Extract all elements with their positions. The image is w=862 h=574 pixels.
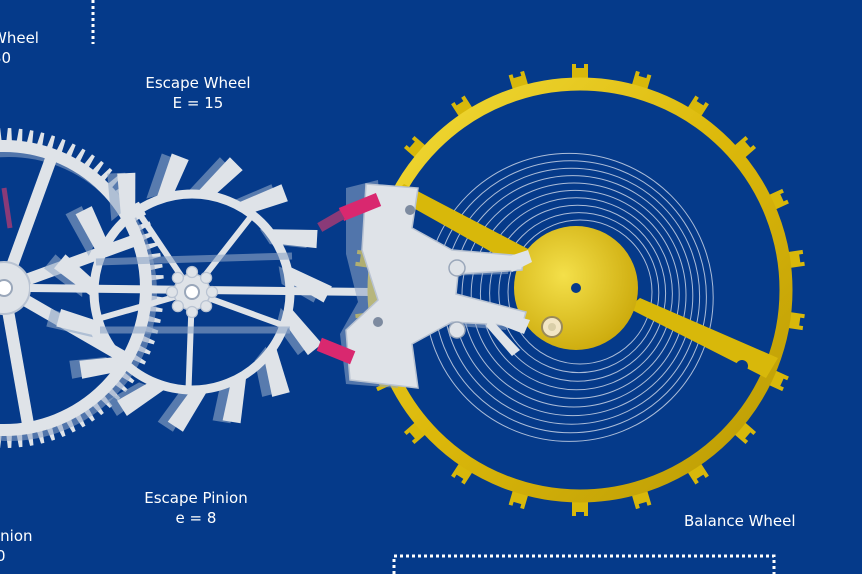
escape-wheel-tooth — [197, 157, 243, 195]
third-wheel-tooth — [26, 130, 34, 145]
pallet-staff — [373, 317, 383, 327]
third-wheel-value: 30 — [0, 49, 12, 67]
third-pinion-name: inion — [0, 527, 33, 545]
escape-wheel-tooth — [75, 206, 107, 256]
escape-wheel-tooth — [156, 153, 189, 199]
escape-pinion-leaf — [171, 271, 184, 284]
escape-wheel-tooth — [79, 357, 129, 379]
fork-horn-lower — [498, 312, 530, 334]
third-wheel-arbor — [0, 279, 13, 297]
escape-wheel-tooth — [264, 346, 290, 397]
escape-pinion-leaf — [165, 285, 179, 299]
escape-wheel-tooth — [167, 390, 208, 432]
pallet-pivot — [405, 205, 415, 215]
escape-wheel-teeth — [54, 153, 332, 432]
balance-screw — [572, 64, 588, 82]
dotted-frame-bottom — [392, 554, 776, 574]
hairspring-coil — [470, 189, 680, 399]
escape-wheel-arbor — [184, 284, 200, 300]
escape-pinion — [165, 265, 219, 319]
balance-screw — [572, 498, 588, 516]
escape-wheel-ghost-arm — [95, 252, 293, 266]
third-pinion-value: 0 — [0, 547, 6, 565]
escape-pinion-leaf — [185, 265, 199, 279]
hairspring-coil — [489, 204, 667, 382]
entry-pallet-jewel — [338, 193, 382, 221]
escape-wheel-tooth — [56, 309, 103, 338]
label-balance-wheel: Balance Wheel — [684, 511, 796, 531]
escape-pinion-leaf — [171, 300, 184, 313]
escape-pinion-name: Escape Pinion — [144, 489, 248, 507]
balance-screw-head — [572, 64, 588, 82]
label-third-pinion: inion 0 — [0, 526, 33, 566]
balance-spoke-lower — [628, 298, 778, 378]
fork-guard-dart — [486, 318, 520, 356]
third-wheel-tooth — [56, 139, 66, 154]
escape-pinion-leaf — [200, 300, 213, 313]
label-third-wheel: Wheel 30 — [0, 28, 39, 68]
third-wheel-tooth — [16, 128, 23, 144]
third-wheel-tooth — [36, 132, 45, 148]
third-wheel-tooth — [65, 143, 76, 159]
third-wheel-tooth — [6, 128, 12, 143]
escape-pinion-leaf — [200, 271, 213, 284]
escape-pinion-leaf — [205, 285, 219, 299]
escape-wheel-tooth — [286, 307, 323, 356]
entry-pallet-jewel-shadow — [317, 210, 345, 232]
escape-wheel-tooth — [117, 382, 166, 416]
balance-arbor — [571, 283, 581, 293]
third-wheel-marker — [1, 187, 13, 229]
escape-wheel-tooth-shadow — [65, 206, 97, 256]
escape-wheel — [29, 153, 371, 432]
escape-wheel-name: Escape Wheel — [145, 74, 251, 92]
escape-pinion-value: e = 8 — [175, 509, 217, 527]
third-wheel-name: Wheel — [0, 29, 39, 47]
exit-pallet-jewel — [316, 337, 356, 365]
label-escape-pinion: Escape Pinion e = 8 — [136, 488, 256, 528]
balance-wheel-name: Balance Wheel — [684, 512, 796, 530]
third-wheel-tooth — [46, 135, 56, 151]
escape-wheel-tooth — [237, 184, 288, 213]
hairspring-coil — [507, 219, 653, 365]
banking-pin-upper — [448, 259, 466, 277]
hairspring-coil — [479, 197, 673, 391]
fork-horn-upper — [504, 250, 532, 272]
escape-wheel-value: E = 15 — [172, 94, 224, 112]
escape-pinion-leaf — [185, 305, 199, 319]
balance-screw-head — [572, 498, 588, 516]
balance-spoke-upper — [392, 184, 530, 268]
banking-pin-lower — [448, 321, 466, 339]
pallet-fork — [316, 180, 532, 389]
hairspring-coil — [498, 212, 660, 374]
balance-spoke-hole — [736, 360, 748, 372]
label-escape-wheel: Escape Wheel E = 15 — [138, 73, 258, 113]
impulse-pin-core — [548, 323, 556, 331]
third-wheel-tooth — [0, 128, 2, 143]
escape-wheel-tooth — [117, 172, 136, 222]
escape-wheel-tooth — [222, 375, 247, 424]
